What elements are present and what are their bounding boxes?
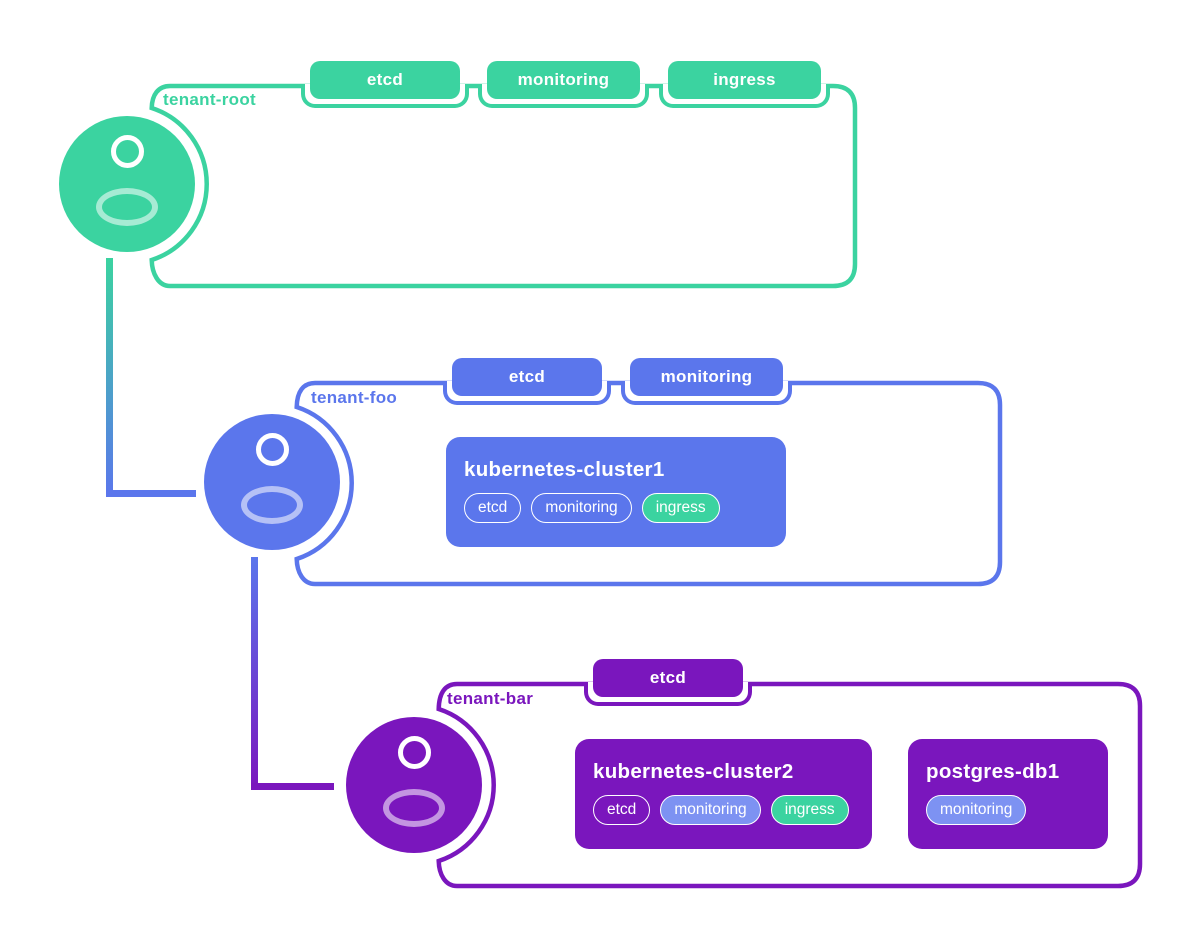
tenant-bar-outline — [436, 681, 1143, 889]
resource-card-title: kubernetes-cluster2 — [593, 760, 794, 783]
person-icon — [110, 135, 144, 168]
pill-etcd: etcd — [464, 493, 522, 523]
pill-row: etcd monitoring ingress — [593, 795, 854, 825]
connector-foo-to-bar-horizontal — [251, 783, 334, 790]
pill-monitoring: monitoring — [660, 795, 761, 825]
tenant-root-label: tenant-root — [163, 90, 257, 109]
connector-foo-to-bar-vertical — [251, 557, 258, 790]
pill-row: etcd monitoring ingress — [464, 493, 768, 523]
resource-card-kubernetes-cluster1: kubernetes-cluster1 etcd monitoring ingr… — [446, 437, 786, 547]
pill-row: monitoring — [926, 795, 1090, 825]
tenant-bar-label: tenant-bar — [447, 689, 534, 708]
resource-card-postgres-db1: postgres-db1 monitoring — [908, 739, 1108, 849]
tenant-foo-avatar — [204, 414, 340, 550]
connector-root-to-foo-vertical — [106, 258, 113, 497]
tenant-foo-outline — [294, 380, 1003, 587]
pill-etcd: etcd — [593, 795, 651, 825]
tenant-foo-badge-etcd: etcd — [452, 358, 602, 396]
resource-card-title: postgres-db1 — [926, 760, 1060, 783]
pill-monitoring: monitoring — [926, 795, 1027, 825]
pill-monitoring: monitoring — [531, 493, 632, 523]
tenant-root-outline — [149, 83, 858, 289]
tenant-foo-badge-monitoring: monitoring — [630, 358, 783, 396]
tenant-bar-avatar — [346, 717, 482, 853]
tenant-root-badge-etcd: etcd — [310, 61, 460, 99]
person-icon — [397, 736, 431, 769]
tenant-bar-badge-etcd: etcd — [593, 659, 743, 697]
tenant-root-avatar — [59, 116, 195, 252]
pill-ingress: ingress — [770, 795, 849, 825]
tenant-root-badge-ingress: ingress — [668, 61, 821, 99]
person-icon-body — [383, 789, 445, 827]
resource-card-kubernetes-cluster2: kubernetes-cluster2 etcd monitoring ingr… — [575, 739, 872, 849]
resource-card-title: kubernetes-cluster1 — [464, 458, 665, 481]
pill-ingress: ingress — [641, 493, 720, 523]
person-icon-body — [241, 486, 303, 524]
connector-root-to-foo-horizontal — [106, 490, 196, 497]
person-icon-body — [96, 188, 158, 226]
tenant-foo-label: tenant-foo — [311, 388, 398, 407]
tenant-root-badge-monitoring: monitoring — [487, 61, 640, 99]
person-icon — [255, 433, 289, 466]
